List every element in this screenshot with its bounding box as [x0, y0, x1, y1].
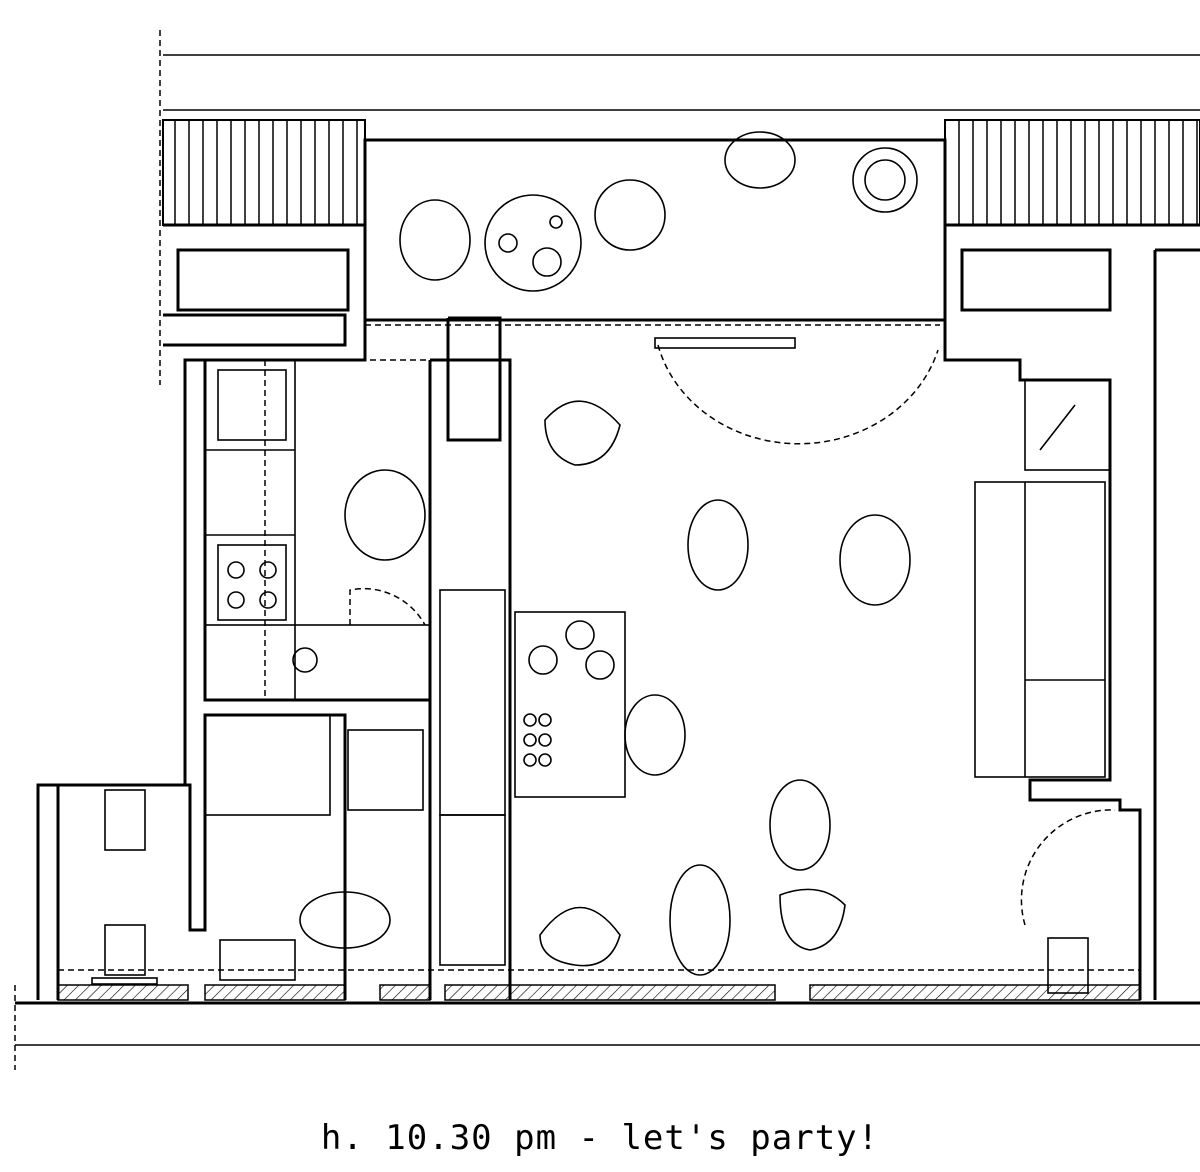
person-icon: [769, 779, 831, 871]
walls: [36, 223, 1200, 1000]
planter-left: [162, 119, 366, 226]
person-icon: [399, 199, 471, 281]
tv-cabinet: [1024, 379, 1111, 471]
person-icon: [299, 891, 391, 949]
bathroom: [91, 714, 424, 985]
person-icon: [687, 499, 749, 591]
chair-icon: [544, 400, 621, 466]
sink-icon: [217, 369, 287, 441]
person-icon: [669, 864, 731, 976]
chair-icon: [539, 906, 621, 967]
living-room: [365, 324, 1116, 994]
window-sills: [57, 969, 1141, 1001]
balcony-table: [484, 194, 582, 292]
plant-icon: [292, 647, 318, 673]
stove-icon: [217, 544, 287, 621]
people: [292, 131, 911, 976]
person-icon: [624, 694, 686, 776]
drawing-caption: h. 10.30 pm - let's party!: [320, 1118, 880, 1158]
dining-table: [514, 611, 626, 798]
person-icon: [594, 179, 666, 251]
planter-right: [944, 119, 1200, 226]
person-icon: [724, 131, 796, 189]
balcony: [363, 138, 947, 322]
person-icon: [344, 469, 426, 561]
plant-icon: [852, 147, 918, 213]
sofa: [974, 481, 1106, 778]
chair-icon: [779, 888, 846, 951]
exterior-lines: [14, 30, 1200, 1070]
kitchen: [204, 359, 431, 701]
person-icon: [839, 514, 911, 606]
